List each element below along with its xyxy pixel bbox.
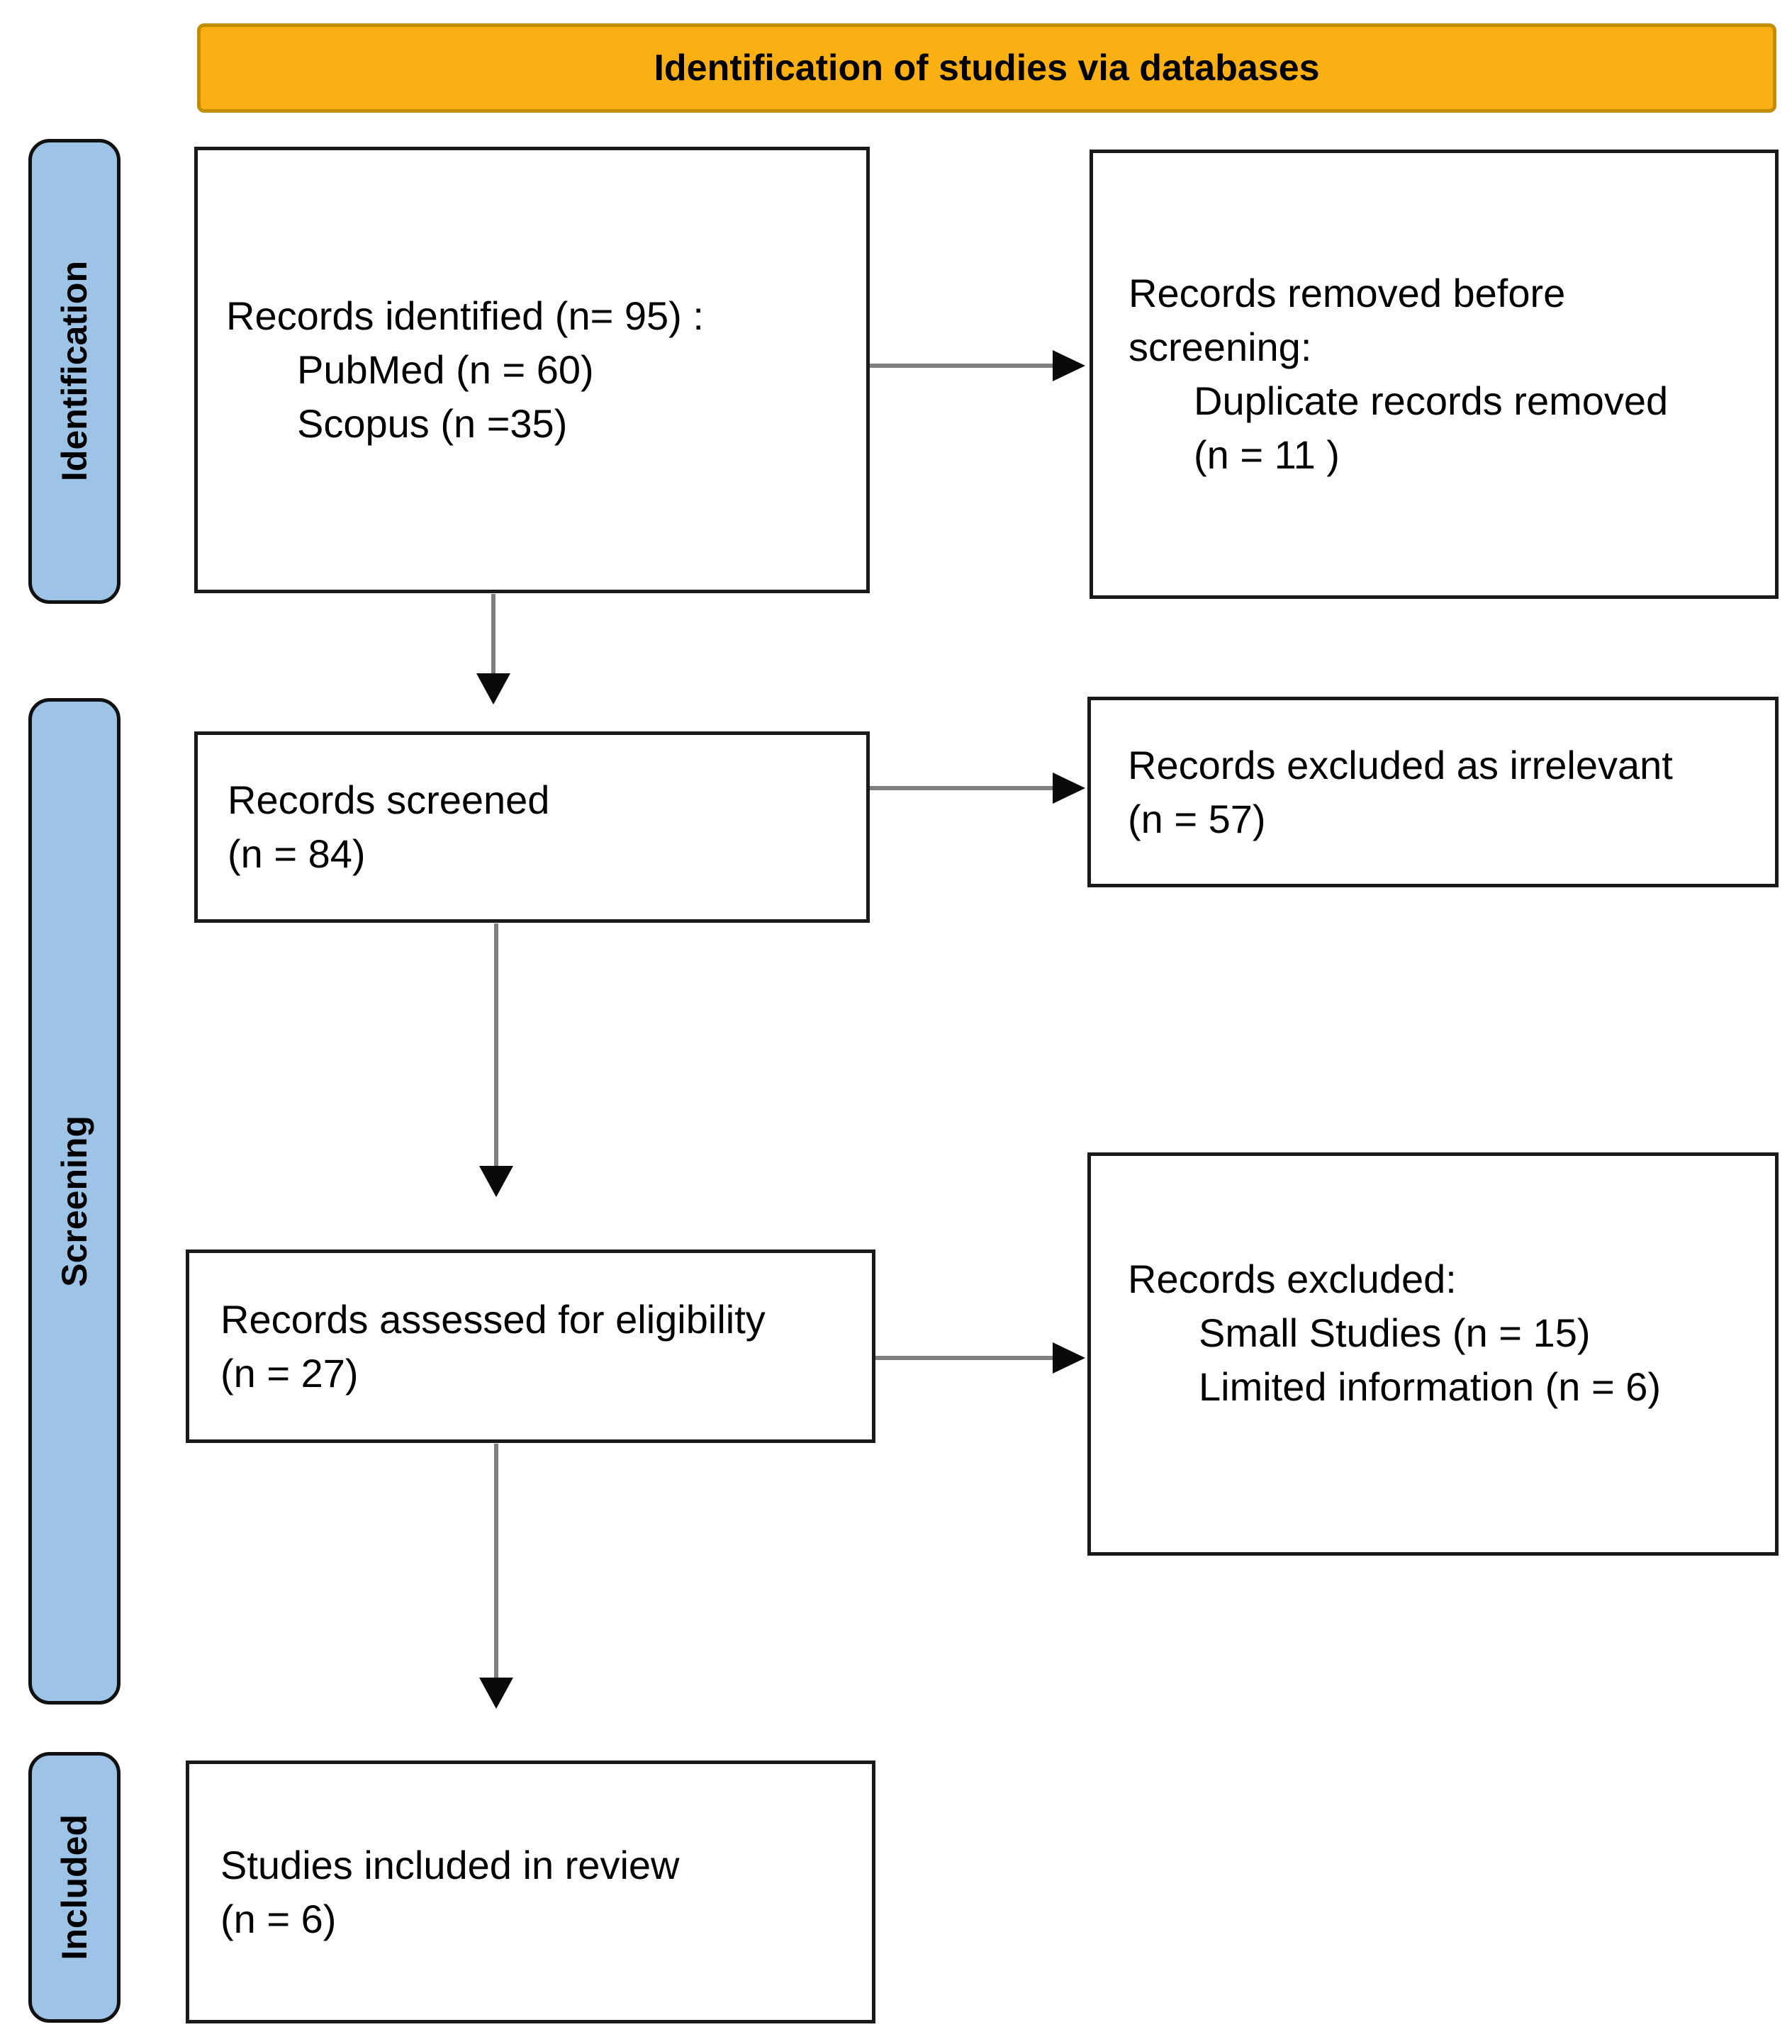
flow-box-records-excluded-eligibility: Records excluded: Small Studies (n = 15)… bbox=[1087, 1152, 1779, 1556]
records-screened-line: Records screened bbox=[228, 777, 550, 822]
stage-label-identification-text: Identification bbox=[55, 261, 94, 482]
arrowhead-right-icon bbox=[1053, 1342, 1085, 1374]
arrow-line bbox=[875, 1356, 1053, 1360]
studies-included-line: Studies included in review bbox=[220, 1842, 680, 1887]
records-excluded-irrelevant-count: (n = 57) bbox=[1128, 796, 1266, 841]
arrow-line bbox=[870, 364, 1053, 368]
flow-box-records-excluded-irrelevant: Records excluded as irrelevant (n = 57) bbox=[1087, 697, 1779, 887]
stage-label-included-text: Included bbox=[55, 1814, 94, 1960]
header-title: Identification of studies via databases bbox=[654, 47, 1320, 89]
duplicate-records-line: Duplicate records removed bbox=[1194, 378, 1669, 423]
header-banner: Identification of studies via databases bbox=[197, 23, 1776, 113]
duplicate-records-count: (n = 11 ) bbox=[1194, 432, 1340, 477]
arrowhead-down-icon bbox=[479, 1166, 513, 1197]
records-excluded-line: Records excluded: bbox=[1128, 1256, 1457, 1301]
arrow-line bbox=[870, 786, 1053, 790]
records-identified-pubmed-line: PubMed (n = 60) bbox=[297, 347, 594, 392]
records-identified-line: Records identified (n= 95) : bbox=[226, 293, 704, 338]
records-excluded-irrelevant-line: Records excluded as irrelevant bbox=[1128, 742, 1673, 787]
records-identified-scopus-line: Scopus (n =35) bbox=[297, 401, 568, 446]
stage-label-screening-text: Screening bbox=[55, 1116, 94, 1287]
records-assessed-line: Records assessed for eligibility bbox=[220, 1296, 766, 1342]
flow-box-records-removed: Records removed before screening: Duplic… bbox=[1090, 150, 1779, 599]
stage-label-included: Included bbox=[28, 1752, 121, 2023]
limited-information-line: Limited information (n = 6) bbox=[1199, 1364, 1662, 1409]
studies-included-count: (n = 6) bbox=[220, 1896, 337, 1941]
stage-label-screening: Screening bbox=[28, 698, 121, 1705]
flow-box-records-screened: Records screened (n = 84) bbox=[194, 731, 870, 923]
arrow-line bbox=[494, 923, 498, 1166]
records-screened-count: (n = 84) bbox=[228, 831, 366, 876]
stage-label-identification: Identification bbox=[28, 139, 121, 604]
arrowhead-down-icon bbox=[476, 673, 510, 704]
records-removed-line1: Records removed before bbox=[1129, 271, 1566, 315]
small-studies-line: Small Studies (n = 15) bbox=[1199, 1310, 1591, 1355]
arrowhead-right-icon bbox=[1053, 773, 1085, 804]
flow-box-records-identified: Records identified (n= 95) : PubMed (n =… bbox=[194, 147, 870, 593]
records-removed-line2: screening: bbox=[1129, 325, 1312, 369]
flow-box-studies-included: Studies included in review (n = 6) bbox=[186, 1761, 875, 2023]
arrow-line bbox=[494, 1444, 498, 1678]
arrowhead-right-icon bbox=[1053, 350, 1085, 381]
flow-box-records-assessed: Records assessed for eligibility (n = 27… bbox=[186, 1250, 875, 1443]
records-assessed-count: (n = 27) bbox=[220, 1350, 359, 1396]
arrow-line bbox=[491, 594, 495, 673]
arrowhead-down-icon bbox=[479, 1678, 513, 1709]
